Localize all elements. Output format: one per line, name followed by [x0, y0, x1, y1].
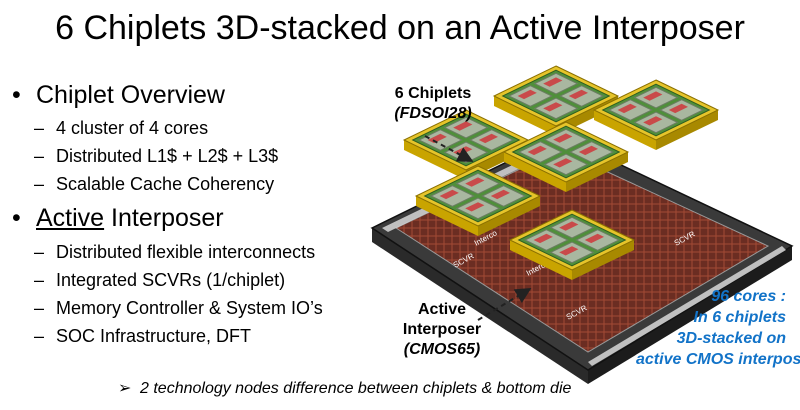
list-item: –SOC Infrastructure, DFT	[34, 326, 252, 346]
chiplet	[414, 165, 542, 236]
chiplets-tech-label: (FDSOI28)	[394, 105, 472, 122]
dash-icon: –	[34, 118, 45, 138]
dash-icon: –	[34, 270, 45, 290]
bullet-active-interposer: •Active Interposer	[12, 204, 224, 232]
dash-icon: –	[34, 298, 45, 318]
list-item: –4 cluster of 4 cores	[34, 118, 209, 138]
interposer-arrow	[477, 287, 532, 321]
dash-icon: –	[34, 326, 45, 346]
interposer-tech-label: (CMOS65)	[403, 341, 481, 358]
cores-callout: 96 cores : In 6 chiplets 3D-stacked on a…	[636, 288, 800, 368]
chiplet	[492, 65, 620, 136]
interposer-side-right	[588, 246, 792, 384]
list-item: –Scalable Cache Coherency	[34, 174, 275, 194]
interposer-label: Active Interposer (CMOS65)	[392, 300, 492, 360]
bullet-chiplet-overview: •Chiplet Overview	[12, 81, 225, 109]
chiplet	[592, 79, 720, 150]
interposer-side-left	[372, 228, 588, 384]
dash-icon: –	[34, 242, 45, 262]
bullet-icon: •	[12, 81, 21, 109]
chiplet-group	[402, 65, 720, 280]
dash-icon: –	[34, 146, 45, 166]
list-item: –Memory Controller & System IO’s	[34, 298, 323, 318]
footnote: ➢2 technology nodes difference between c…	[118, 378, 571, 400]
dash-icon: –	[34, 174, 45, 194]
list-item: –Distributed flexible interconnects	[34, 242, 316, 262]
list-item: –Distributed L1$ + L2$ + L3$	[34, 146, 279, 166]
bullet-icon: •	[12, 204, 21, 232]
footnote-arrow-icon: ➢	[118, 380, 132, 397]
chiplets-label: 6 Chiplets (FDSOI28)	[378, 84, 488, 124]
list-item: –Integrated SCVRs (1/chiplet)	[34, 270, 286, 290]
chiplet	[502, 121, 630, 192]
slide-title: 6 Chiplets 3D-stacked on an Active Inter…	[55, 9, 745, 47]
chiplet	[508, 209, 636, 280]
